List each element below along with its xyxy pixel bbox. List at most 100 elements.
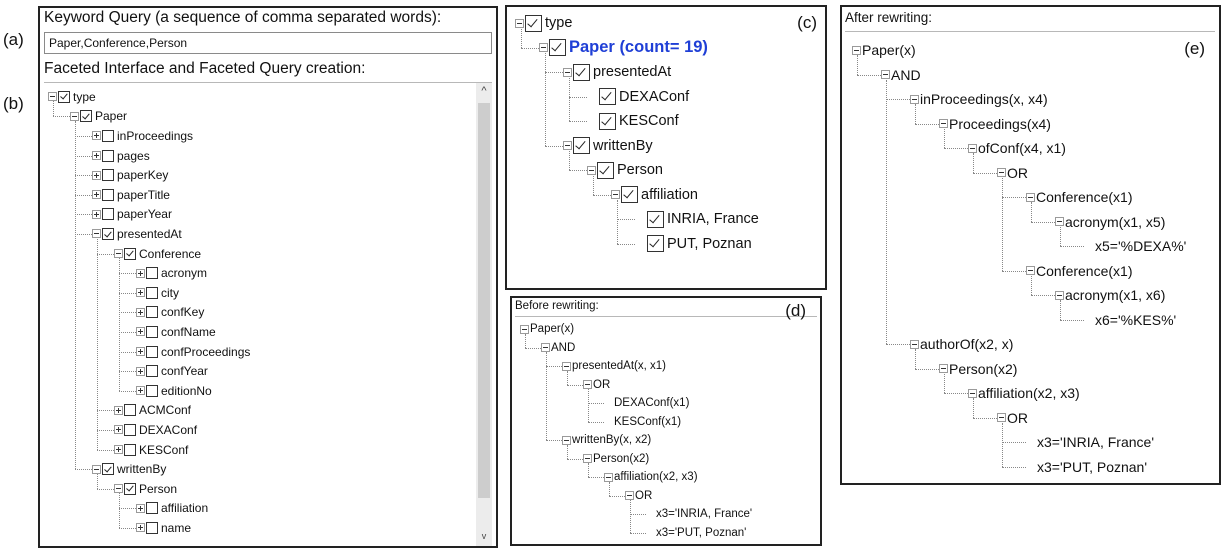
facet-checkbox[interactable] xyxy=(124,443,136,456)
tree-node[interactable]: KESConf(x1) xyxy=(604,413,681,432)
expand-icon[interactable] xyxy=(92,209,101,219)
collapse-icon[interactable] xyxy=(910,339,919,349)
tree-node[interactable]: presentedAt(x, x1) xyxy=(562,357,666,376)
tree-node[interactable]: acronym(x1, x5) xyxy=(1055,210,1165,235)
collapse-icon[interactable] xyxy=(583,380,592,390)
facet-checkbox[interactable] xyxy=(102,227,114,240)
tree-node[interactable]: Paper(x) xyxy=(852,38,916,63)
expand-icon[interactable] xyxy=(92,170,101,180)
tree-node[interactable]: Conference(x1) xyxy=(1026,185,1133,210)
collapse-icon[interactable] xyxy=(939,364,948,374)
collapse-icon[interactable] xyxy=(562,361,571,371)
facet-checkbox[interactable] xyxy=(573,63,590,81)
tree-node[interactable]: city xyxy=(136,283,179,303)
tree-node[interactable]: Paper xyxy=(70,107,127,127)
tree-node[interactable]: OR xyxy=(997,406,1028,431)
tree-node[interactable]: x3='PUT, Poznan' xyxy=(646,524,746,543)
collapse-icon[interactable] xyxy=(70,111,79,121)
tree-node[interactable]: INRIA, France xyxy=(635,207,759,232)
expand-icon[interactable] xyxy=(114,405,123,415)
expand-icon[interactable] xyxy=(136,288,145,298)
facet-checkbox[interactable] xyxy=(146,286,158,299)
facet-checkbox[interactable] xyxy=(102,129,114,142)
facet-checkbox[interactable] xyxy=(124,423,136,436)
tree-node[interactable]: pages xyxy=(92,146,150,166)
tree-node[interactable]: x3='INRIA, France' xyxy=(646,505,752,524)
facet-checkbox[interactable] xyxy=(102,463,114,476)
tree-node[interactable]: Conference(x1) xyxy=(1026,259,1133,284)
tree-node[interactable]: KESConf xyxy=(114,440,188,460)
tree-node[interactable]: type xyxy=(515,11,572,36)
tree-node[interactable]: inProceedings xyxy=(92,126,193,146)
collapse-icon[interactable] xyxy=(520,324,529,334)
expand-icon[interactable] xyxy=(136,327,145,337)
collapse-icon[interactable] xyxy=(114,484,123,494)
collapse-icon[interactable] xyxy=(968,143,977,153)
tree-node[interactable]: affiliation(x2, x3) xyxy=(968,381,1080,406)
facet-checkbox[interactable] xyxy=(102,149,114,162)
collapse-icon[interactable] xyxy=(997,168,1006,178)
tree-node[interactable]: AND xyxy=(541,339,575,358)
collapse-icon[interactable] xyxy=(587,165,596,175)
expand-icon[interactable] xyxy=(92,190,101,200)
collapse-icon[interactable] xyxy=(583,454,592,464)
tree-node[interactable]: Conference xyxy=(114,244,201,264)
tree-node[interactable]: paperYear xyxy=(92,205,172,225)
facet-checkbox[interactable] xyxy=(549,39,566,57)
collapse-icon[interactable] xyxy=(563,141,572,151)
facet-checkbox[interactable] xyxy=(146,521,158,534)
tree-node[interactable]: KESConf xyxy=(587,109,679,134)
tree-node[interactable]: ACMConf xyxy=(114,401,191,421)
tree-node[interactable]: presentedAt xyxy=(92,224,182,244)
facet-checkbox[interactable] xyxy=(102,208,114,221)
expand-icon[interactable] xyxy=(136,268,145,278)
facet-checkbox[interactable] xyxy=(80,110,92,123)
tree-node[interactable]: paperTitle xyxy=(92,185,170,205)
tree-node[interactable]: paperKey xyxy=(92,165,168,185)
collapse-icon[interactable] xyxy=(997,413,1006,423)
collapse-icon[interactable] xyxy=(515,18,524,28)
tree-node[interactable]: writtenBy xyxy=(92,459,166,479)
facet-checkbox[interactable] xyxy=(647,235,664,253)
tree-node[interactable]: x3='INRIA, France' xyxy=(1026,430,1154,455)
tree-node[interactable]: x5='%DEXA%' xyxy=(1084,234,1186,259)
facet-checkbox[interactable] xyxy=(573,137,590,155)
collapse-icon[interactable] xyxy=(48,92,57,102)
tree-node[interactable]: writtenBy xyxy=(563,134,653,159)
tree-node[interactable]: acronym xyxy=(136,263,207,283)
tree-node[interactable]: confName xyxy=(136,322,216,342)
facet-checkbox[interactable] xyxy=(599,112,616,130)
facet-checkbox[interactable] xyxy=(124,247,136,260)
tree-node[interactable]: DEXAConf(x1) xyxy=(604,394,689,413)
collapse-icon[interactable] xyxy=(604,472,613,482)
collapse-icon[interactable] xyxy=(114,249,123,259)
tree-node[interactable]: confProceedings xyxy=(136,342,250,362)
facet-checkbox[interactable] xyxy=(146,345,158,358)
tree-node[interactable]: AND xyxy=(881,63,921,88)
tree-node[interactable]: Paper(x) xyxy=(520,320,574,339)
expand-icon[interactable] xyxy=(136,347,145,357)
tree-node[interactable]: confKey xyxy=(136,303,204,323)
facet-checkbox[interactable] xyxy=(124,482,136,495)
tree-node[interactable]: PUT, Poznan xyxy=(635,232,752,257)
facet-checkbox[interactable] xyxy=(146,502,158,515)
collapse-icon[interactable] xyxy=(539,43,548,53)
facet-checkbox[interactable] xyxy=(146,306,158,319)
tree-node[interactable]: writtenBy(x, x2) xyxy=(562,431,651,450)
tree-node[interactable]: confYear xyxy=(136,361,208,381)
facet-checkbox[interactable] xyxy=(102,169,114,182)
tree-node[interactable]: type xyxy=(48,87,96,107)
facet-checkbox[interactable] xyxy=(124,404,136,417)
tree-node[interactable]: Person xyxy=(114,479,177,499)
collapse-icon[interactable] xyxy=(1026,192,1035,202)
collapse-icon[interactable] xyxy=(910,94,919,104)
facet-checkbox[interactable] xyxy=(525,14,542,32)
tree-node[interactable]: authorOf(x2, x) xyxy=(910,332,1013,357)
tree-node[interactable]: OR xyxy=(625,487,652,506)
scroll-down-icon[interactable]: v xyxy=(481,531,487,541)
tree-node[interactable]: ofConf(x4, x1) xyxy=(968,136,1066,161)
expand-icon[interactable] xyxy=(136,523,145,533)
vertical-scrollbar[interactable]: ^ v xyxy=(476,83,492,546)
collapse-icon[interactable] xyxy=(939,119,948,129)
